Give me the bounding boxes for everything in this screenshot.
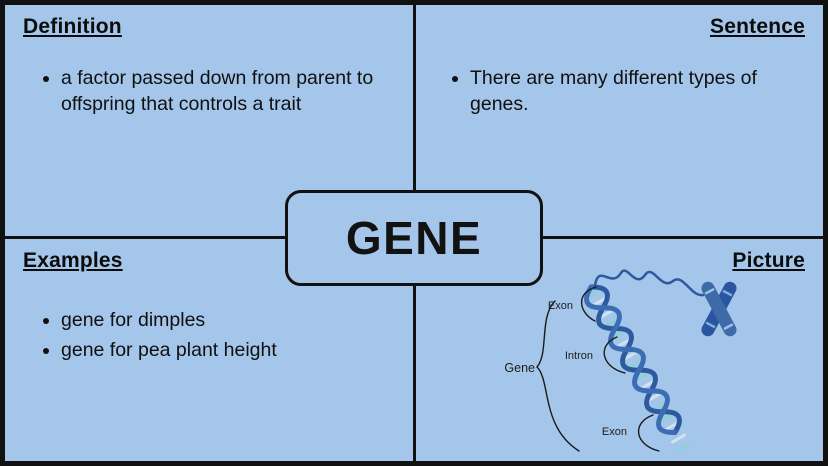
definition-list: a factor passed down from parent to offs… [23, 65, 396, 118]
term-box: GENE [285, 190, 543, 286]
chromosome-icon [701, 281, 737, 337]
definition-quadrant: Definition a factor passed down from par… [5, 5, 414, 239]
examples-quadrant: Examples gene for dimples gene for pea p… [5, 239, 414, 461]
intron-brace [603, 336, 626, 374]
exon-bottom-brace [637, 414, 660, 452]
exon-bottom-label: Exon [602, 426, 627, 438]
definition-heading: Definition [23, 15, 122, 38]
gene-structure-illustration: Exon Intron Gene Exon [504, 269, 737, 453]
exon-top-brace [580, 286, 597, 322]
term-title: GENE [345, 212, 483, 264]
examples-list: gene for dimples gene for pea plant heig… [23, 307, 396, 364]
dna-helix [584, 284, 692, 453]
gene-brace [536, 300, 580, 452]
exon-top-label: Exon [548, 300, 573, 312]
definition-bullet: a factor passed down from parent to offs… [61, 65, 396, 118]
sentence-bullet: There are many different types of genes. [470, 65, 805, 118]
gene-label: Gene [504, 361, 535, 375]
sentence-heading: Sentence [710, 15, 805, 38]
examples-bullet: gene for dimples [61, 307, 396, 333]
picture-quadrant: Picture [414, 239, 823, 461]
examples-heading: Examples [23, 249, 123, 272]
examples-bullet: gene for pea plant height [61, 337, 396, 363]
picture-heading: Picture [732, 249, 805, 272]
chromatin-coil-line [593, 269, 705, 297]
sentence-quadrant: Sentence There are many different types … [414, 5, 823, 239]
intron-label: Intron [565, 350, 593, 362]
sentence-list: There are many different types of genes. [432, 65, 805, 118]
